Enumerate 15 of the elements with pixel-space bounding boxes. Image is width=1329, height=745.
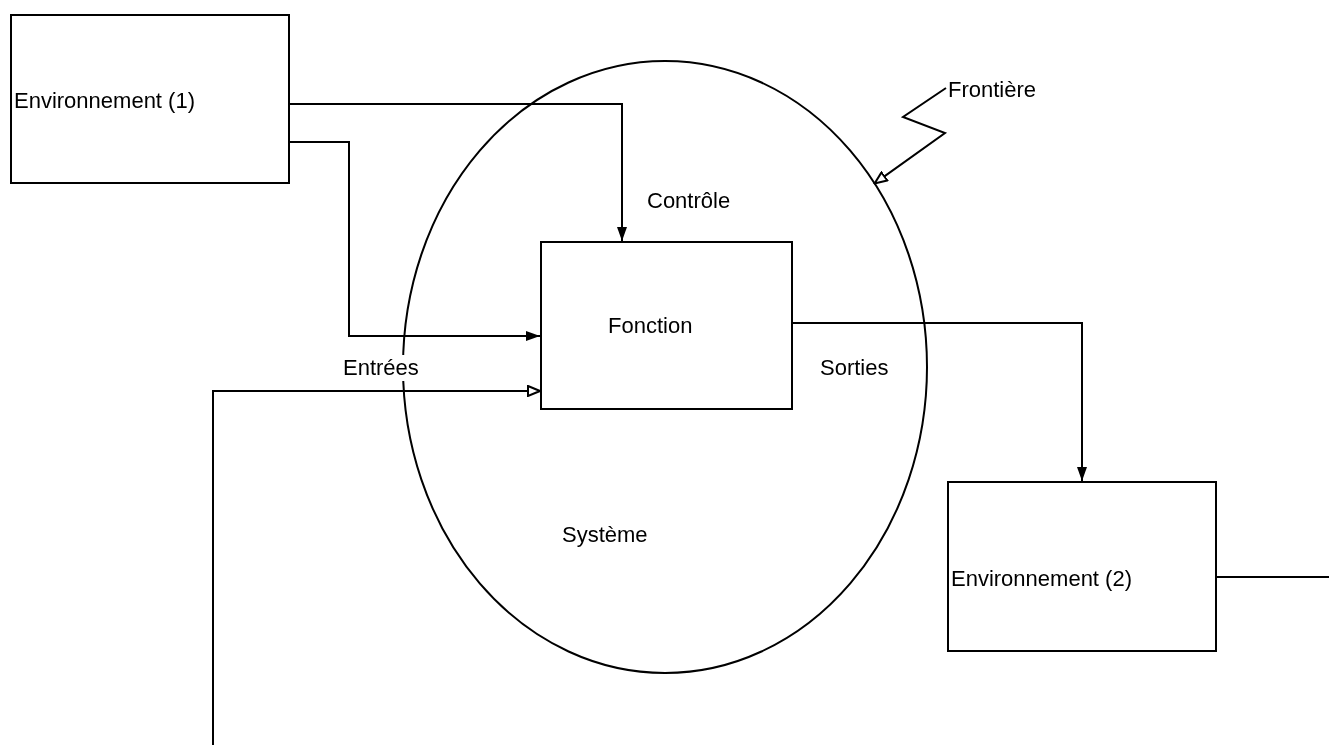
node-label: Système (562, 522, 648, 548)
control-arrow (289, 103, 627, 242)
node-label: Environnement (2) (951, 566, 1132, 592)
output-arrow (792, 322, 1087, 482)
input-arrow (212, 385, 541, 745)
input-arrow (289, 141, 541, 341)
leader-line (873, 87, 948, 185)
edge-label: Entrées (341, 355, 421, 381)
environment-box (10, 14, 290, 184)
node-label: Frontière (948, 77, 1037, 103)
node-label: Environnement (1) (14, 88, 195, 114)
function-box (540, 241, 793, 410)
output-line (1216, 576, 1329, 578)
node-label: Fonction (608, 313, 693, 339)
environment-box (947, 481, 1217, 652)
